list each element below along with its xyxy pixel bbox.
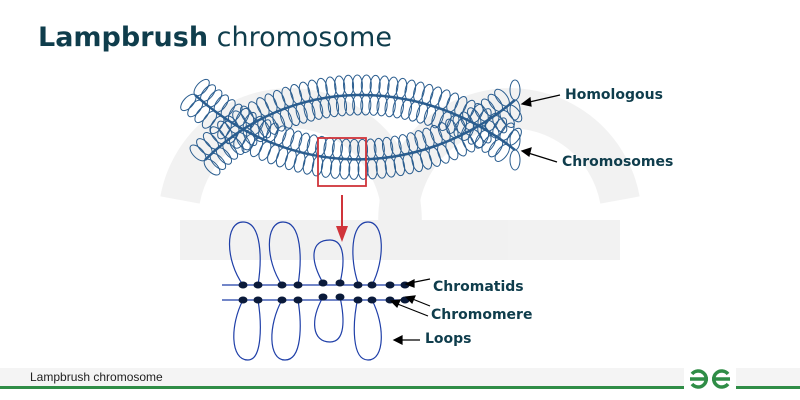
homologous-strand-1 (194, 94, 516, 161)
chromomere-dot (253, 281, 263, 289)
footer-bar: Lampbrush chromosome (0, 368, 800, 389)
label-chromomere: Chromomere (431, 307, 533, 323)
chromomere-dot (238, 281, 248, 289)
chromomere-dot (318, 279, 328, 287)
chromomere-dot (335, 293, 345, 301)
chromatin-loop (413, 81, 425, 103)
chromomere-dot (367, 296, 377, 304)
chromomere-dot (277, 281, 287, 289)
footer-caption: Lampbrush chromosome (30, 370, 163, 384)
label-loops: Loops (425, 331, 472, 347)
highlight-box (317, 137, 367, 187)
chromatin-loop (408, 101, 421, 122)
chromomere-dot (335, 279, 345, 287)
label-homologous: Homologous (565, 87, 663, 103)
chromatin-loop (293, 152, 306, 173)
title-bold: Lampbrush (38, 22, 209, 53)
chromomere-dot (253, 296, 263, 304)
chromatin-loop (404, 79, 417, 101)
chromatin-loop (384, 96, 396, 118)
chromatin-loop (509, 149, 521, 171)
chromomere-dot (277, 296, 287, 304)
homologous-strand-2 (204, 93, 516, 161)
chromomere-dot (293, 281, 303, 289)
pointer-arrows (389, 94, 561, 345)
gfg-logo-icon (690, 369, 730, 389)
chromomere-dot (293, 296, 303, 304)
chromomere-dot (318, 293, 328, 301)
chromomere-dot (385, 281, 395, 289)
title-rest: chromosome (208, 22, 392, 53)
chromatin-loop (298, 132, 311, 154)
gfg-logo (684, 362, 736, 394)
down-arrow (336, 195, 348, 242)
chromatin-loop (400, 99, 413, 120)
page-title: Lampbrush chromosome (38, 22, 392, 53)
chromatin-loop (348, 158, 360, 180)
chromomere-dot (353, 296, 363, 304)
chromomere-dot (353, 281, 363, 289)
chromatin-loop (302, 153, 315, 175)
chromomere-dot (367, 281, 377, 289)
chromatin-loop (392, 97, 404, 119)
label-chromosomes: Chromosomes (562, 154, 674, 170)
chromomere-dot (238, 296, 248, 304)
label-chromatids: Chromatids (433, 279, 524, 295)
